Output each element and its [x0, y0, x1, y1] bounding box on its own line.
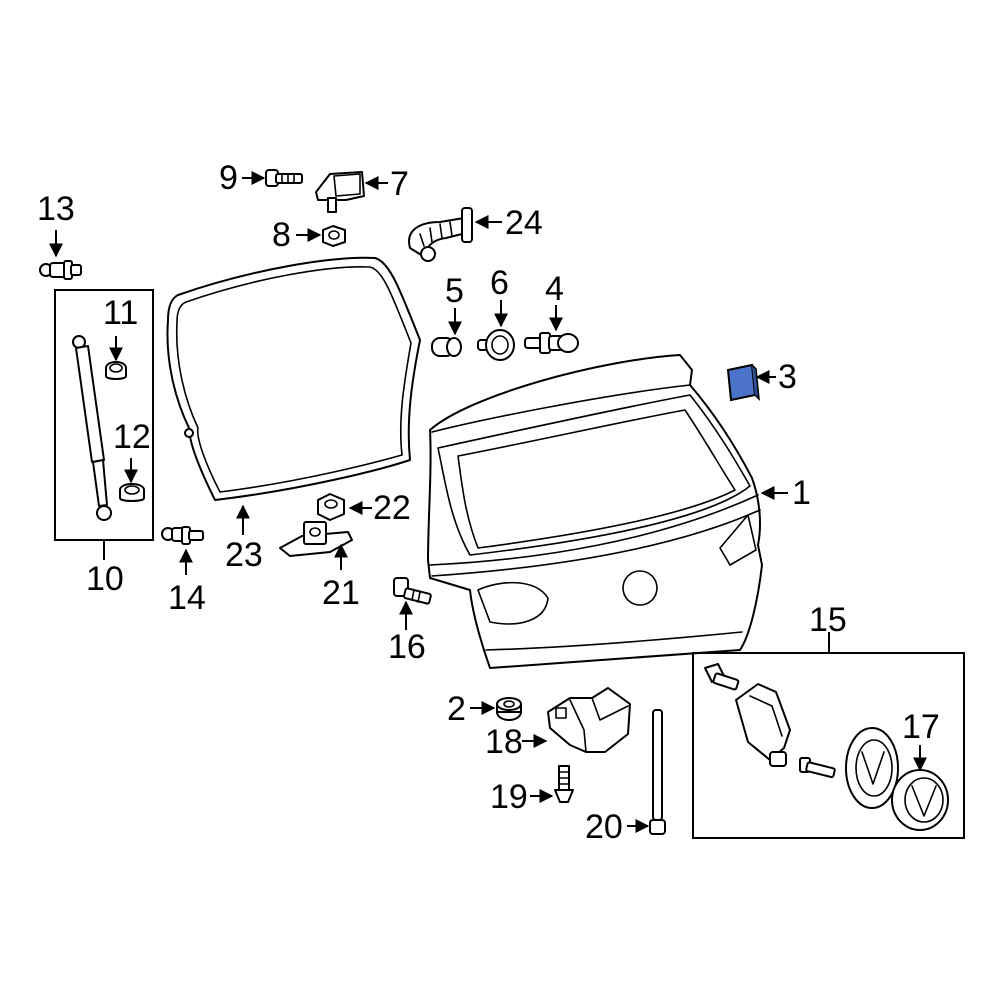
callout-label-5: 5 — [445, 272, 464, 310]
callout-20: 20 — [585, 808, 650, 846]
bracket-part-21[interactable] — [279, 521, 353, 557]
bolt-part-16[interactable] — [393, 577, 432, 605]
hinge-part-7[interactable] — [315, 171, 365, 213]
callout-24: 24 — [474, 204, 543, 242]
highlighted-part-3[interactable] — [726, 363, 760, 402]
callout-label-16: 16 — [388, 628, 426, 666]
liftgate-part-1[interactable] — [427, 354, 763, 669]
callout-label-18: 18 — [485, 723, 523, 761]
callout-7: 7 — [364, 165, 409, 203]
callout-label-12: 12 — [113, 418, 151, 456]
callout-label-19: 19 — [490, 778, 528, 816]
callout-label-24: 24 — [505, 204, 543, 242]
nut-part-22[interactable] — [317, 493, 345, 521]
callout-label-17: 17 — [902, 708, 940, 746]
callout-label-9: 9 — [219, 159, 238, 197]
callout-11: 11 — [103, 294, 138, 362]
callout-9: 9 — [219, 159, 266, 197]
callout-5: 5 — [445, 272, 464, 336]
callout-label-13: 13 — [37, 190, 75, 228]
callout-label-3: 3 — [778, 358, 797, 396]
callout-18: 18 — [485, 723, 548, 761]
callout-label-4: 4 — [545, 270, 564, 308]
bushing-part-5[interactable] — [431, 337, 462, 357]
callout-label-7: 7 — [390, 165, 409, 203]
callout-17: 17 — [902, 708, 940, 772]
stud-part-4[interactable] — [524, 332, 579, 354]
ball-stud-part-14[interactable] — [161, 526, 204, 545]
callout-2: 2 — [447, 690, 496, 728]
callout-13: 13 — [37, 190, 75, 258]
callout-6: 6 — [490, 264, 509, 328]
weatherstrip-part-23[interactable] — [166, 256, 421, 501]
callout-15: 15 — [809, 601, 847, 653]
callout-10: 10 — [86, 541, 124, 598]
callout-label-6: 6 — [490, 264, 509, 302]
callout-16: 16 — [388, 600, 426, 666]
callout-label-11: 11 — [103, 294, 138, 332]
callout-label-21: 21 — [322, 574, 360, 612]
screw-part-19[interactable] — [554, 765, 574, 803]
emblem-part-17[interactable] — [891, 769, 949, 831]
callout-8: 8 — [272, 216, 322, 254]
callout-21: 21 — [322, 543, 360, 612]
callout-19: 19 — [490, 778, 554, 816]
callout-label-10: 10 — [86, 560, 124, 598]
strut-part-10[interactable] — [72, 335, 112, 521]
clip-part-12[interactable] — [119, 483, 145, 502]
callout-4: 4 — [545, 270, 564, 332]
wiring-boot-part-24[interactable] — [408, 207, 473, 262]
callout-12: 12 — [113, 418, 151, 484]
handle-assembly-part-15[interactable] — [704, 663, 899, 809]
callout-1: 1 — [760, 474, 811, 512]
callout-label-1: 1 — [792, 474, 811, 512]
callout-14: 14 — [168, 548, 206, 617]
callout-3: 3 — [755, 358, 797, 396]
callout-label-22: 22 — [373, 489, 411, 527]
latch-part-18[interactable] — [547, 687, 631, 753]
grommet-part-6[interactable] — [477, 329, 515, 361]
rod-part-20[interactable] — [649, 709, 666, 835]
nut-part-8[interactable] — [322, 225, 346, 247]
callout-label-15: 15 — [809, 601, 847, 639]
clip-part-11[interactable] — [105, 361, 127, 380]
callout-22: 22 — [348, 489, 411, 527]
callout-label-23: 23 — [225, 536, 263, 574]
callout-label-14: 14 — [168, 579, 206, 617]
ball-stud-part-13[interactable] — [39, 260, 82, 280]
callout-label-2: 2 — [447, 690, 466, 728]
bumper-part-2[interactable] — [496, 697, 522, 721]
bolt-part-9[interactable] — [265, 169, 303, 187]
callout-label-20: 20 — [585, 808, 623, 846]
callout-23: 23 — [225, 504, 263, 574]
callout-label-8: 8 — [272, 216, 291, 254]
strut-kit-box-10 — [54, 289, 154, 541]
